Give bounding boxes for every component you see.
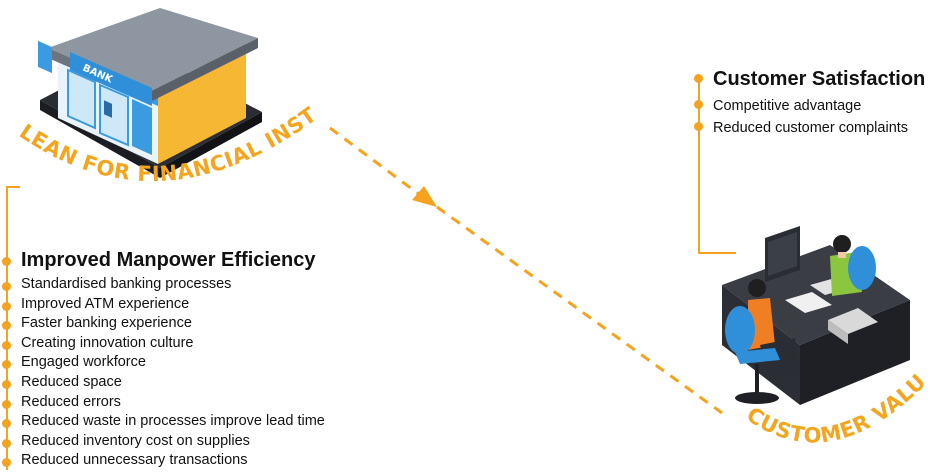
list-item: Reduced unnecessary transactions <box>21 452 248 469</box>
left-bullet-item <box>2 301 11 311</box>
list-item: Creating innovation culture <box>21 334 194 351</box>
list-item: Competitive advantage <box>713 98 862 114</box>
left-bullet-item <box>2 282 11 291</box>
left-connector-horizontal <box>6 186 20 188</box>
list-item: Reduced errors <box>21 393 121 410</box>
manpower-efficiency-block: Improved Manpower Efficiency Standardise… <box>21 248 325 471</box>
list-item: Reduced waste in processes improve lead … <box>21 413 325 430</box>
list-item: Engaged workforce <box>21 354 146 371</box>
customer-satisfaction-block: Customer Satisfaction Competitive advant… <box>713 67 925 139</box>
list-item: Reduced space <box>21 373 122 390</box>
left-bullet-item <box>2 458 11 468</box>
left-bullet-item <box>2 438 11 448</box>
left-bullet-item <box>2 380 11 389</box>
manpower-efficiency-list: Standardised banking processes Improved … <box>21 275 325 471</box>
left-bullet-heading <box>2 257 11 266</box>
manpower-efficiency-heading: Improved Manpower Efficiency <box>21 249 316 271</box>
flow-arrow <box>329 126 723 415</box>
customer-service-desk-illustration <box>722 226 910 405</box>
list-item: Reduced inventory cost on supplies <box>21 432 250 449</box>
left-bullet-item <box>2 340 11 350</box>
bank-building-illustration: BANK <box>38 8 262 178</box>
list-item: Faster banking experience <box>21 315 192 332</box>
left-bullet-item <box>2 399 11 409</box>
list-item: Improved ATM experience <box>21 295 190 312</box>
customer-satisfaction-heading: Customer Satisfaction <box>713 68 926 90</box>
customer-satisfaction-list: Competitive advantage Reduced customer c… <box>713 95 925 139</box>
right-bullet-item <box>694 122 703 131</box>
list-item: Standardised banking processes <box>21 276 232 292</box>
left-bullet-item <box>2 360 11 370</box>
right-bullet-item <box>694 100 703 109</box>
right-bullet-heading <box>694 74 703 83</box>
left-bullet-item <box>2 321 11 331</box>
left-bullet-item <box>2 419 11 429</box>
right-connector-vertical <box>698 76 700 254</box>
list-item: Reduced customer complaints <box>713 120 909 136</box>
right-connector-horizontal <box>698 252 736 254</box>
